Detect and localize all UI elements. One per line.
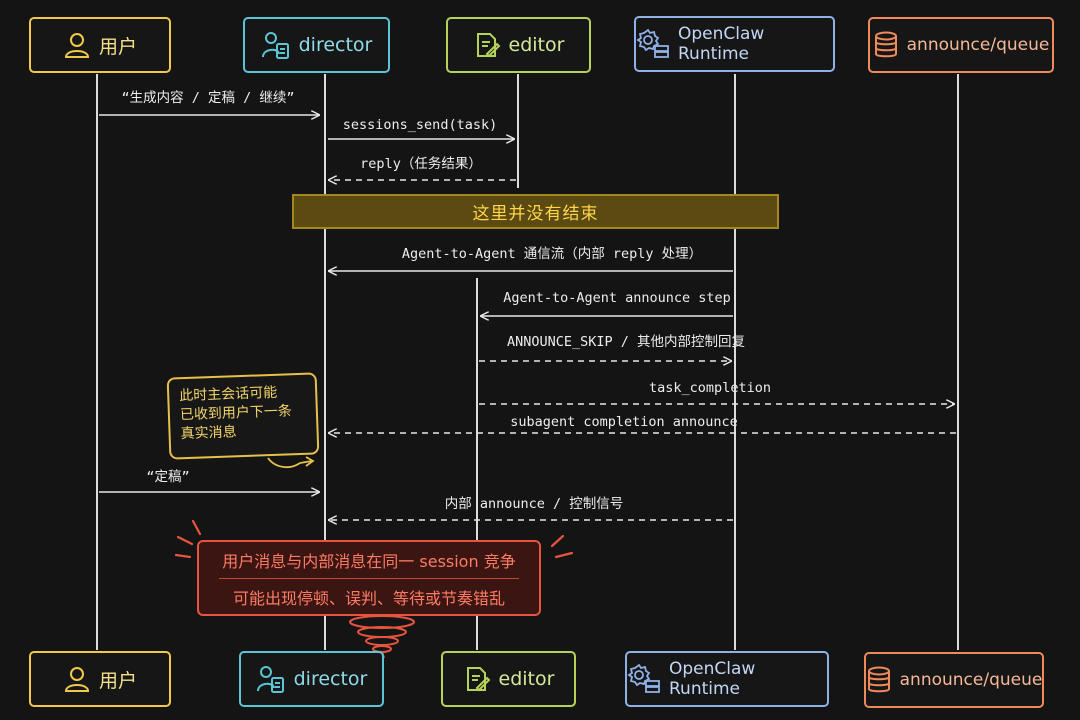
swirl-icon xyxy=(349,615,415,659)
note-pointer-curl xyxy=(267,457,313,469)
actor-editor-label: editor xyxy=(508,34,565,56)
message-m10: 内部 announce / 控制信号 xyxy=(444,496,624,512)
actor-runtime-label: OpenClaw Runtime xyxy=(678,24,765,64)
editor-icon xyxy=(463,665,491,693)
director-icon xyxy=(256,664,286,694)
actor-user-top: 用户 xyxy=(29,17,171,73)
user-icon xyxy=(63,31,91,59)
actor-queue-top: announce/queue xyxy=(868,17,1054,73)
actor-editor-label: editor xyxy=(498,668,555,690)
director-icon xyxy=(261,30,291,60)
message-m3: reply（任务结果） xyxy=(360,156,482,172)
database-icon xyxy=(866,666,892,694)
note-pointer-arrowhead xyxy=(305,456,315,467)
actor-runtime-label: OpenClaw Runtime xyxy=(669,659,756,699)
message-m7: task_completion xyxy=(649,380,771,396)
message-m4: Agent-to-Agent 通信流（内部 reply 处理） xyxy=(401,246,703,262)
actor-runtime-bottom: OpenClaw Runtime xyxy=(625,651,829,707)
actor-editor-top: editor xyxy=(446,17,591,73)
actor-user-label: 用户 xyxy=(98,35,137,58)
actor-director-label: director xyxy=(298,34,373,56)
actor-editor-bottom: editor xyxy=(441,651,576,707)
message-m9: “定稿” xyxy=(146,469,190,485)
warning-box: 用户消息与内部消息在同一 session 竞争 可能出现停顿、误判、等待或节奏错… xyxy=(197,540,541,616)
actor-director-top: director xyxy=(243,17,390,73)
actor-queue-bottom: announce/queue xyxy=(864,652,1044,708)
actor-runtime-top: OpenClaw Runtime xyxy=(634,16,835,72)
warning-burst xyxy=(174,519,574,559)
database-icon xyxy=(873,31,899,59)
message-m2: sessions_send(task) xyxy=(342,117,498,133)
user-icon xyxy=(63,665,91,693)
actor-user-bottom: 用户 xyxy=(29,651,171,707)
message-m5: Agent-to-Agent announce step xyxy=(503,290,731,306)
note-line: 真实消息 xyxy=(180,424,237,443)
actor-queue-label: announce/queue xyxy=(899,670,1043,690)
editor-icon xyxy=(473,31,501,59)
banner-not-finished: 这里并没有结束 xyxy=(292,194,779,229)
warning-line-1: 用户消息与内部消息在同一 session 竞争 xyxy=(219,548,519,579)
warning-line-2: 可能出现停顿、误判、等待或节奏错乱 xyxy=(232,588,505,608)
gear-server-icon xyxy=(627,663,661,695)
actor-director-label: director xyxy=(293,668,368,690)
message-m1: “生成内容 / 定稿 / 继续” xyxy=(121,90,295,106)
message-m6: ANNOUNCE_SKIP / 其他内部控制回复 xyxy=(506,334,746,350)
actor-user-label: 用户 xyxy=(98,669,137,692)
gear-server-icon xyxy=(636,28,670,60)
message-m8: subagent completion announce xyxy=(510,414,738,430)
actor-director-bottom: director xyxy=(239,651,384,707)
side-note: 此时主会话可能 已收到用户下一条 真实消息 xyxy=(166,372,320,460)
actor-queue-label: announce/queue xyxy=(906,35,1050,55)
